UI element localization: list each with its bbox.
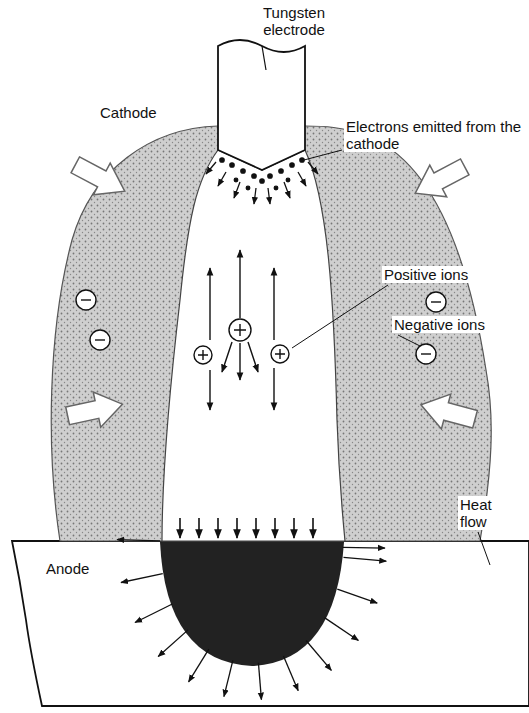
electron-emission <box>286 178 290 182</box>
negative-ion <box>81 299 91 300</box>
electron-emission <box>298 172 306 186</box>
leader-line <box>292 285 388 348</box>
cathode-label: Cathode <box>98 104 159 121</box>
positive-ion-label: Positive ions <box>382 266 470 283</box>
positive-ion <box>275 349 285 359</box>
positive-ion <box>273 268 274 340</box>
negative-ion <box>76 290 96 310</box>
electron-emission <box>206 158 318 204</box>
heat-flow-arrow <box>343 557 386 561</box>
electron-emission <box>279 169 283 173</box>
arc-column <box>162 150 345 541</box>
constriction-arrow <box>64 387 126 434</box>
positive-ion <box>194 346 212 364</box>
electron-emission <box>241 169 245 173</box>
positive-ion <box>273 368 274 410</box>
electron-emission <box>274 186 278 190</box>
electrode-label: Tungsten electrode <box>246 4 342 38</box>
constriction-arrow <box>67 149 133 207</box>
weld-pool <box>160 542 344 666</box>
negative-ion <box>426 292 446 312</box>
workpiece-plate <box>12 541 529 706</box>
electron-emission <box>234 178 238 182</box>
negative-ion <box>431 301 441 302</box>
leader-line <box>398 335 420 346</box>
electron-emission <box>290 163 294 167</box>
electron-emission <box>220 158 224 162</box>
negative-ion <box>90 330 110 350</box>
arc-column <box>162 150 345 541</box>
negative-ion <box>95 339 105 340</box>
electron-emission <box>252 174 256 178</box>
negative-ion <box>416 344 436 364</box>
electron-flow-arrow <box>274 518 276 538</box>
electron-flow-arrow <box>312 518 314 538</box>
electron-emission <box>206 162 216 174</box>
electron-emission <box>234 182 240 198</box>
heat-flow-arrow <box>117 540 386 700</box>
positive-ion <box>198 350 208 360</box>
positive-ion <box>209 370 210 410</box>
electron-emission <box>308 162 318 174</box>
heat-flow-arrow <box>343 547 385 549</box>
tungsten-electrode <box>218 40 305 170</box>
heat-flow-arrow <box>324 618 358 641</box>
leader-line <box>478 532 490 565</box>
positive-ion <box>271 345 289 363</box>
positive-ion <box>239 250 240 318</box>
heat-flow-arrow <box>135 604 172 623</box>
electron-flow-arrow <box>293 518 295 538</box>
tungsten-electrode <box>218 40 305 170</box>
anode-label: Anode <box>44 560 91 577</box>
heat-flow-arrow <box>306 640 331 670</box>
electron-flow-arrow <box>236 518 238 538</box>
heat-flow-arrow <box>224 660 233 696</box>
heat-flow-label: Heat flow <box>458 496 512 530</box>
electron-emission <box>246 186 250 190</box>
electron-emission <box>284 182 290 198</box>
electron-emission <box>260 179 264 183</box>
leader-line <box>304 150 342 160</box>
electron-emission <box>300 158 304 162</box>
electron-flow-arrow <box>179 518 181 538</box>
electron-flow-arrow <box>180 518 313 538</box>
heat-flow-arrow <box>258 663 261 700</box>
electron-label: Electrons emitted from the cathode <box>344 118 524 152</box>
heat-flow-arrow <box>337 589 377 603</box>
electron-emission <box>268 174 272 178</box>
negative-ion <box>421 353 431 354</box>
constriction-arrow <box>64 149 480 437</box>
negative-ion-label: Negative ions <box>392 316 487 333</box>
arc-plasma-shell <box>51 126 491 541</box>
heat-flow-arrow <box>189 649 209 682</box>
positive-ion <box>194 250 289 410</box>
heat-flow-arrow <box>283 656 298 691</box>
weld-pool <box>160 542 344 666</box>
electron-emission <box>218 172 226 186</box>
workpiece-plate <box>12 541 529 706</box>
arc-plasma-shell <box>51 126 491 541</box>
electron-flow-arrow <box>217 518 219 538</box>
heat-flow-arrow <box>117 540 160 541</box>
positive-ion <box>222 342 232 372</box>
tungsten-electrode <box>262 46 266 70</box>
positive-ion <box>229 319 251 341</box>
electron-emission <box>254 188 256 204</box>
heat-flow-arrow <box>158 630 188 657</box>
heat-flow-arrow <box>121 574 163 583</box>
electron-flow-arrow <box>198 518 200 538</box>
positive-ion <box>234 324 246 336</box>
negative-ion <box>76 290 446 364</box>
constriction-arrow <box>416 387 479 436</box>
electron-emission <box>268 188 270 204</box>
electron-flow-arrow <box>255 518 257 538</box>
positive-ion <box>248 342 258 372</box>
positive-ion <box>209 268 210 340</box>
electron-emission <box>230 163 234 167</box>
positive-ion <box>239 343 240 380</box>
constriction-arrow <box>407 151 473 209</box>
